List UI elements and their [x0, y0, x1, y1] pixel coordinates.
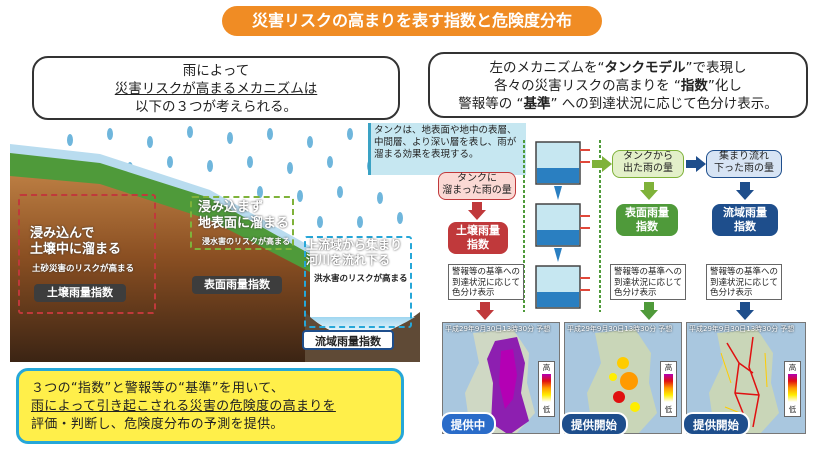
summary-line-1: ３つの“指数”と警報等の“基準”を用いて、: [31, 381, 285, 396]
flow-index-label: 流域雨量指数: [302, 330, 394, 350]
surface-legend-low: 低: [664, 405, 673, 414]
arrow-surface-to-flow: [686, 156, 706, 172]
soil-mechanism-box: [18, 194, 156, 314]
soil-mechanism-label: 浸み込んで 土壌中に溜まる: [30, 226, 121, 258]
mechanism-intro-bubble: 雨によって 災害リスクが高まるメカニズムは 以下の３つが考えられる。: [32, 56, 400, 120]
surface-index-label: 表面雨量指数: [192, 276, 282, 294]
t3c: ” への到達状況に応じて色分け表示。: [550, 96, 778, 112]
soil-desc-1: 警報等の基準への: [452, 267, 521, 277]
tank-model-note: タンクは、地表面や地中の表層、中間層、より深い層を表し、雨が溜まる効果を表現する…: [368, 123, 526, 175]
soil-l1: 浸み込んで: [30, 226, 95, 241]
flow-legend-high: 高: [788, 363, 797, 372]
tank-line-1: 左のメカニズムを“タンクモデル”で表現し: [430, 59, 806, 77]
flow-desc: 警報等の基準への 到達状況に応じて 色分け表示: [706, 264, 782, 300]
flow-map-title: 平成29年9月30日13時30分 予想: [689, 325, 795, 333]
soil-cap1: タンクに: [457, 173, 497, 184]
flow-desc-1: 警報等の基準への: [710, 267, 779, 277]
intro-line-1: 雨によって: [182, 63, 250, 79]
t3a: 警報等の “: [458, 96, 524, 112]
t1c: ”で表現し: [685, 60, 747, 76]
t2c: ”化し: [707, 78, 742, 94]
soil-index-box: 土壌雨量 指数: [448, 222, 508, 254]
flow-l2: 河川を流れ下る: [306, 253, 391, 267]
surface-cap1: タンクから: [623, 151, 673, 162]
surface-status-badge: 提供開始: [560, 412, 628, 436]
soil-legend-bar: [542, 374, 551, 402]
soil-legend-high: 高: [542, 363, 551, 372]
flow-l1: 上流域から集まり: [306, 238, 403, 252]
flow-cap1: 集まり流れ: [719, 151, 769, 162]
flow-cap2: 下った雨の量: [714, 163, 774, 174]
t2a: 各々の災害リスクの高まりを “: [494, 78, 681, 94]
surface-arrow-2: [640, 302, 658, 320]
surface-risk-label: 浸水害のリスクが高まる: [202, 237, 290, 246]
t1b: タンクモデル: [604, 60, 686, 76]
surface-desc: 警報等の基準への 到達状況に応じて 色分け表示: [610, 264, 686, 300]
intro-line-2: 災害リスクが高まるメカニズムは: [114, 81, 318, 97]
surface-idx1: 表面雨量: [625, 206, 669, 219]
surface-map-title: 平成29年9月30日13時30分 予想: [567, 325, 673, 333]
t3b: 基準: [523, 96, 551, 112]
flow-arrow-2: [736, 302, 754, 320]
flow-idx1: 流域雨量: [723, 206, 767, 219]
surface-mechanism-box: [190, 196, 294, 250]
summary-line-2: 雨によって引き起こされる災害の危険度の高まりを: [31, 399, 336, 414]
tank-line-3: 警報等の “基準” への到達状況に応じて色分け表示。: [430, 95, 806, 113]
tank-model-diagram: [523, 140, 601, 312]
surface-cap2: 出た雨の量: [623, 163, 673, 174]
surface-desc-3: 色分け表示: [614, 288, 657, 298]
soil-l2: 土壌中に溜まる: [30, 242, 122, 257]
surface-index-box: 表面雨量 指数: [616, 204, 678, 236]
tank-line-2: 各々の災害リスクの高まりを “指数”化し: [430, 77, 806, 95]
soil-risk-label: 土砂災害のリスクが高まる: [32, 264, 135, 274]
surface-arrow-1: [640, 182, 658, 200]
soil-caption: タンクに 溜まった雨の量: [438, 172, 516, 200]
flow-desc-2: 到達状況に応じて: [710, 277, 779, 288]
soil-idx1: 土壌雨量: [456, 224, 500, 237]
surface-idx2: 指数: [636, 220, 658, 233]
t2b: 指数: [680, 78, 708, 94]
flow-index-box: 流域雨量 指数: [712, 204, 778, 236]
soil-legend-low: 低: [542, 405, 551, 414]
page-title: 災害リスクの高まりを表す指数と危険度分布: [222, 6, 602, 36]
surface-legend-bar: [664, 374, 673, 402]
flow-mechanism-label: 上流域から集まり 河川を流れ下る: [306, 238, 410, 268]
flow-idx2: 指数: [734, 220, 756, 233]
soil-arrow-1: [468, 202, 486, 220]
surface-l2: 地表面に溜まる: [198, 216, 290, 231]
flow-map-legend: 高 低: [784, 361, 801, 417]
surface-legend-high: 高: [664, 363, 673, 372]
surface-caption: タンクから 出た雨の量: [612, 150, 684, 178]
soil-desc: 警報等の基準への 到達状況に応じて 色分け表示: [448, 264, 524, 300]
flow-legend-low: 低: [788, 405, 797, 414]
soil-idx2: 指数: [467, 238, 489, 251]
summary-box: ３つの“指数”と警報等の“基準”を用いて、 雨によって引き起こされる災害の危険度…: [16, 368, 404, 444]
flow-risk-label: 洪水害のリスクが高まる: [314, 274, 408, 284]
soil-cap2: 溜まった雨の量: [442, 185, 512, 196]
tank-model-bubble: 左のメカニズムを“タンクモデル”で表現し 各々の災害リスクの高まりを “指数”化…: [428, 52, 808, 118]
soil-arrow-2: [476, 302, 494, 320]
soil-map-legend: 高 低: [538, 361, 555, 417]
intro-line-3: 以下の３つが考えられる。: [135, 99, 297, 115]
surface-map-legend: 高 低: [660, 361, 677, 417]
soil-index-label: 土壌雨量指数: [34, 284, 126, 302]
surface-l1: 浸み込まず: [198, 200, 264, 215]
soil-status-badge: 提供中: [440, 412, 496, 436]
surface-desc-2: 到達状況に応じて: [614, 277, 683, 288]
flow-caption: 集まり流れ 下った雨の量: [706, 150, 782, 178]
flow-desc-3: 色分け表示: [710, 288, 753, 298]
surface-desc-1: 警報等の基準への: [614, 267, 683, 277]
surface-mechanism-label: 浸み込まず 地表面に溜まる: [198, 200, 289, 232]
arrow-tank-to-surface: [592, 156, 612, 172]
t1a: 左のメカニズムを“: [489, 60, 605, 76]
flow-status-badge: 提供開始: [682, 412, 750, 436]
flow-mechanism-box: [304, 236, 412, 328]
flow-legend-bar: [788, 374, 797, 402]
summary-line-3: 評価・判断し、危険度分布の予測を提供。: [31, 417, 284, 432]
flow-arrow-1: [736, 182, 754, 200]
soil-desc-2: 到達状況に応じて: [452, 277, 521, 288]
soil-map-title: 平成29年9月30日13時30分 予想: [445, 325, 551, 333]
soil-desc-3: 色分け表示: [452, 288, 495, 298]
